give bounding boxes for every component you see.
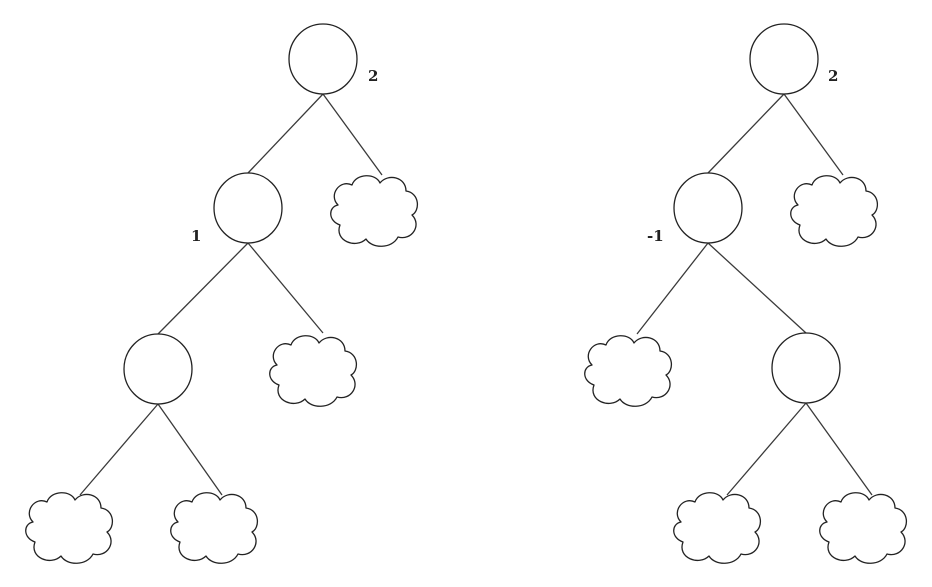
tree-node-root — [749, 23, 819, 95]
subtree-cloud — [673, 492, 762, 564]
tree-node-root — [288, 23, 358, 95]
edge — [805, 402, 873, 496]
subtree-cloud — [170, 492, 259, 564]
edge — [157, 242, 249, 335]
edge — [157, 403, 223, 496]
edge — [726, 402, 807, 496]
edge — [79, 403, 159, 496]
balance-label-child: -1 — [647, 227, 664, 245]
subtree-cloud — [790, 175, 879, 247]
edge — [247, 242, 324, 334]
tree-node — [123, 333, 193, 405]
subtree-cloud — [330, 175, 419, 247]
left-tree: 2 1 — [25, 23, 419, 564]
edge — [636, 242, 709, 335]
edge — [707, 93, 785, 174]
edge — [247, 93, 324, 174]
subtree-cloud — [269, 335, 358, 407]
tree-node — [771, 332, 841, 404]
edge — [707, 242, 807, 334]
subtree-cloud — [584, 335, 673, 407]
tree-node — [673, 172, 743, 244]
tree-node — [213, 172, 283, 244]
subtree-cloud — [819, 492, 908, 564]
right-tree: 2 -1 — [584, 23, 908, 564]
balance-label-root: 2 — [828, 67, 838, 85]
subtree-cloud — [25, 492, 114, 564]
edge — [322, 93, 383, 176]
balance-label-root: 2 — [368, 67, 378, 85]
balance-label-child: 1 — [191, 227, 201, 245]
edge — [783, 93, 844, 176]
